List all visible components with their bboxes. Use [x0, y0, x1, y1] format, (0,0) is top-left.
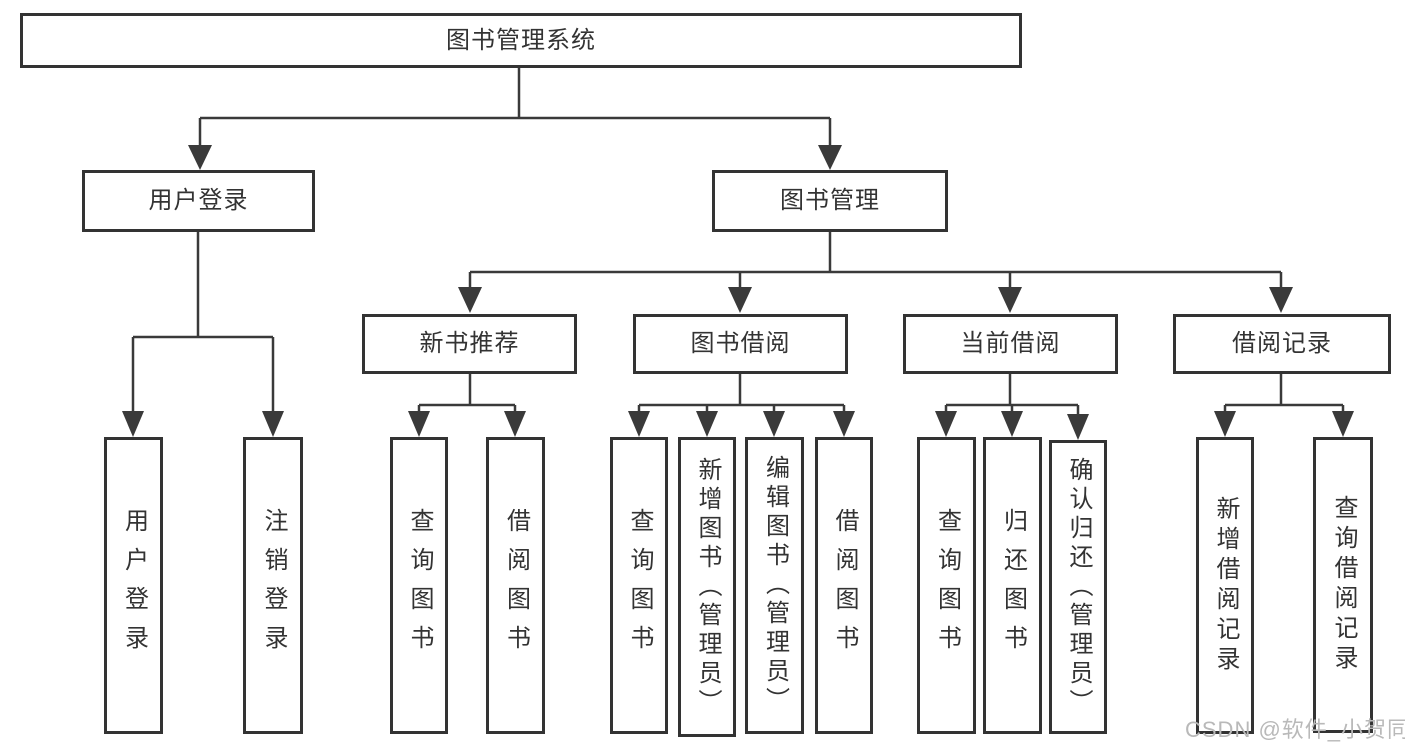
node-borrow-records: 借阅记录: [1173, 314, 1391, 374]
arrowhead: [833, 411, 855, 437]
leaf-borrow-books-label: 借阅图书: [831, 507, 858, 664]
leaf-add-borrow-record: 新增借阅记录: [1196, 437, 1254, 734]
connector-current-to-leaves: [944, 374, 1080, 418]
arrowhead: [188, 145, 212, 170]
node-book-borrow: 图书借阅: [633, 314, 848, 374]
node-new-book-recommend: 新书推荐: [362, 314, 577, 374]
leaf-add-books-admin-label: 新增图书（管理员）: [694, 456, 721, 718]
arrowhead: [1214, 411, 1236, 437]
leaf-recommend-query-books-label: 查询图书: [406, 507, 433, 664]
leaf-borrow-query-books: 查询图书: [610, 437, 668, 734]
leaf-borrow-books: 借阅图书: [815, 437, 873, 734]
connector-records-to-leaves: [1223, 374, 1345, 415]
connector-borrow-to-leaves: [637, 374, 846, 415]
arrowhead: [628, 411, 650, 437]
connector-recommend-to-leaves: [417, 374, 517, 415]
watermark: CSDN @软件_小贺同学: [1185, 717, 1405, 742]
leaf-recommend-borrow-books: 借阅图书: [486, 437, 545, 734]
node-book-management-label: 图书管理: [780, 187, 880, 214]
node-book-management: 图书管理: [712, 170, 948, 232]
leaf-current-query-books-label: 查询图书: [933, 507, 961, 664]
arrowhead: [262, 411, 284, 437]
connector-manage-to-modules: [468, 232, 1283, 288]
arrowhead: [504, 411, 526, 437]
connector-login-to-leaves: [131, 232, 275, 415]
leaf-borrow-query-books-label: 查询图书: [626, 507, 653, 664]
leaf-confirm-return-admin: 确认归还（管理员）: [1049, 440, 1107, 734]
arrowhead: [1067, 414, 1089, 440]
node-user-login-label: 用户登录: [148, 187, 249, 214]
leaf-edit-books-admin-label: 编辑图书（管理员）: [761, 455, 789, 716]
leaf-return-books-label: 归还图书: [999, 507, 1027, 664]
node-user-login: 用户登录: [82, 170, 315, 232]
leaf-recommend-query-books: 查询图书: [390, 437, 448, 734]
leaf-logout-label: 注销登录: [260, 507, 287, 664]
arrowhead: [408, 411, 430, 437]
leaf-recommend-borrow-books-label: 借阅图书: [502, 507, 530, 664]
leaf-query-borrow-record-label: 查询借阅记录: [1330, 495, 1357, 675]
node-current-borrow: 当前借阅: [903, 314, 1118, 374]
arrowhead: [935, 411, 957, 437]
node-root: 图书管理系统: [20, 13, 1022, 68]
leaf-user-login-label: 用户登录: [120, 507, 148, 664]
leaf-logout: 注销登录: [243, 437, 303, 734]
arrowhead: [728, 287, 752, 313]
leaf-current-query-books: 查询图书: [917, 437, 976, 734]
leaf-query-borrow-record: 查询借阅记录: [1313, 437, 1373, 733]
node-new-book-recommend-label: 新书推荐: [419, 330, 520, 357]
leaf-add-books-admin: 新增图书（管理员）: [678, 437, 736, 737]
node-borrow-records-label: 借阅记录: [1232, 330, 1332, 357]
leaf-add-borrow-record-label: 新增借阅记录: [1212, 495, 1239, 676]
node-book-borrow-label: 图书借阅: [690, 330, 791, 357]
arrowhead: [1269, 287, 1293, 313]
arrowhead: [1332, 411, 1354, 437]
arrowhead: [696, 411, 718, 437]
leaf-return-books: 归还图书: [983, 437, 1042, 734]
leaf-edit-books-admin: 编辑图书（管理员）: [745, 437, 804, 734]
connector-root-to-branches: [198, 68, 832, 146]
arrowhead: [122, 411, 144, 437]
arrowhead: [818, 145, 842, 170]
node-current-borrow-label: 当前借阅: [960, 330, 1061, 357]
arrowhead: [763, 411, 785, 437]
arrowhead: [458, 287, 482, 313]
arrowhead: [998, 287, 1022, 313]
node-root-label: 图书管理系统: [446, 26, 596, 54]
arrowhead: [1001, 411, 1023, 437]
leaf-user-login: 用户登录: [104, 437, 163, 734]
leaf-confirm-return-admin-label: 确认归还（管理员）: [1065, 456, 1092, 718]
